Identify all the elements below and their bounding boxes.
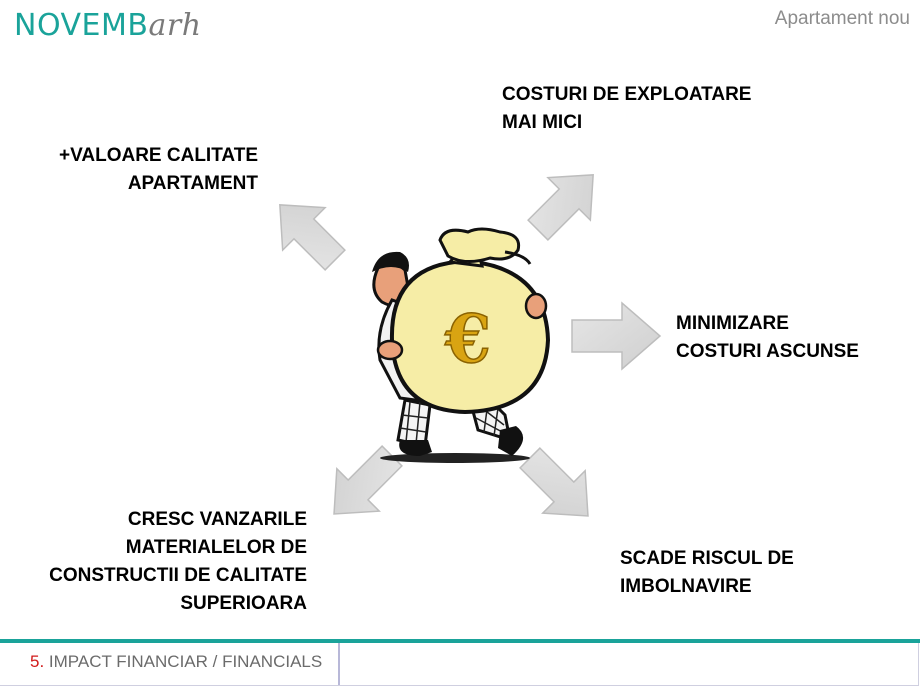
footer-accent-line	[0, 639, 920, 643]
section-title: IMPACT FINANCIAR / FINANCIALS	[44, 652, 323, 671]
benefit-top-left: +VALOARE CALITATE APARTAMENT	[59, 145, 258, 194]
benefit-bottom-left: CRESC VANZARILE MATERIALELOR DE CONSTRUC…	[49, 509, 307, 614]
euro-symbol: €	[444, 300, 491, 378]
arrow-up-left-icon	[279, 204, 346, 271]
logo-suffix: arh	[148, 8, 202, 43]
benefit-bottom-right: SCADE RISCUL DE IMBOLNAVIRE	[620, 548, 794, 597]
arrow-down-left-icon	[333, 445, 403, 515]
arrow-right-icon	[571, 301, 662, 371]
benefit-top-right: COSTURI DE EXPLOATARE MAI MICI	[502, 84, 752, 133]
logo-brand: NOVEMB	[14, 8, 149, 43]
presentation-title: Apartament nou	[774, 8, 910, 29]
company-logo: NOVEMBarh	[14, 6, 202, 46]
section-number: 5.	[30, 652, 45, 671]
arrow-down-right-icon	[519, 447, 589, 517]
footer-divider	[338, 643, 340, 685]
arrow-up-right-icon	[527, 174, 594, 241]
section-footer: 5. IMPACT FINANCIAR / FINANCIALS	[30, 652, 322, 672]
footer-bar	[0, 643, 919, 686]
benefit-right: MINIMIZARE COSTURI ASCUNSE	[676, 313, 859, 362]
money-bag-illustration: €	[372, 227, 551, 463]
